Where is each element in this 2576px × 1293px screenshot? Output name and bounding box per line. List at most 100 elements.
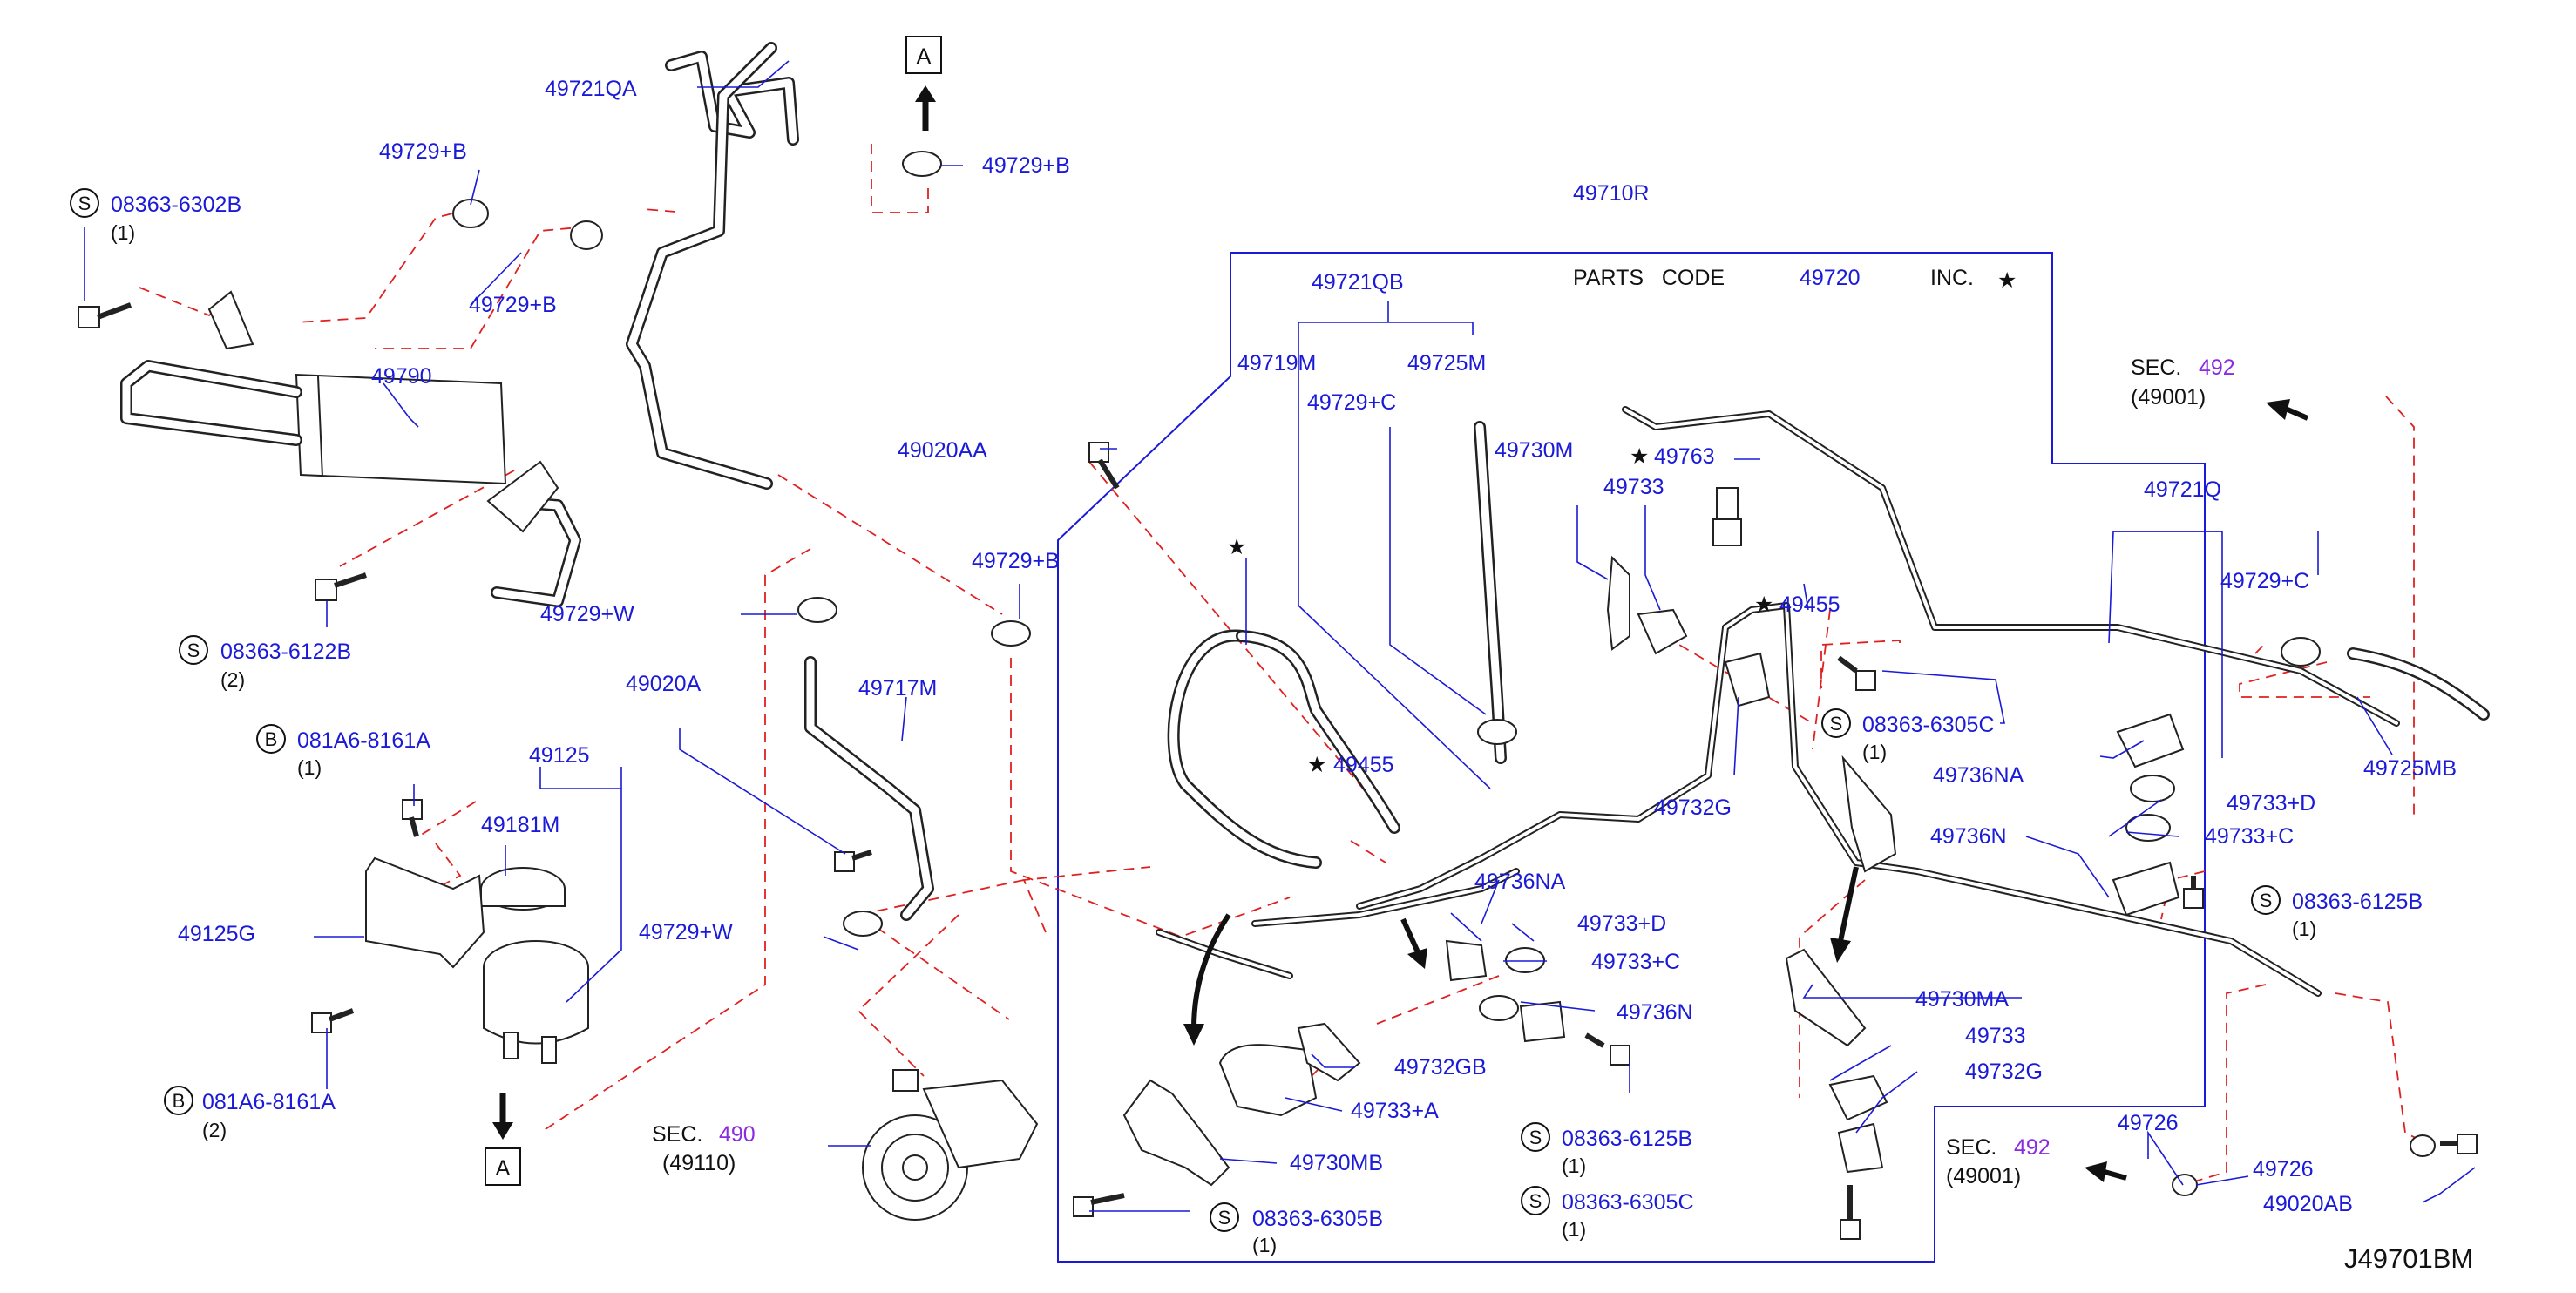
bracket-49732G [1724, 652, 1771, 707]
callout-label: 49181M [481, 813, 559, 837]
callout-label: 49729+B [469, 293, 557, 317]
callout-label: 49729+W [540, 602, 634, 626]
clip-49733 [1637, 608, 1688, 655]
circle-s-icon [1521, 1186, 1550, 1215]
callout-label: 49732G [1965, 1059, 2043, 1084]
callout-label: 49790 [371, 364, 432, 389]
arrow-icon [492, 1093, 513, 1140]
inc-label: INC. [1930, 266, 1974, 290]
circle-letter: S [1830, 713, 1843, 735]
parts [78, 151, 2478, 1240]
callout-label: 08363-6305C [1862, 713, 1995, 737]
callout-label: 49733+D [1577, 911, 1666, 936]
callout-label: 49733 [1965, 1024, 2026, 1048]
bolts [78, 302, 2478, 1240]
star-icon: ★ [1227, 535, 1246, 559]
section-prefix: SEC. [1946, 1135, 1996, 1160]
callout-label: 49732G [1654, 795, 1732, 820]
washer-49726-right [2410, 1134, 2436, 1157]
callout-qty: (2) [202, 1119, 227, 1141]
circle-s-icon [1521, 1122, 1550, 1152]
clamp-6 [843, 911, 883, 937]
ref-marker-top: A [905, 36, 942, 74]
circle-letter: S [1529, 1127, 1542, 1148]
section-sub: (49001) [1946, 1164, 2021, 1188]
callout-label: 08363-6305B [1252, 1207, 1383, 1231]
callout-label: 49725MB [2363, 756, 2457, 781]
arrow-icon [1183, 913, 1231, 1046]
callout-label: 081A6-8161A [297, 728, 430, 753]
section-sub: (49110) [662, 1151, 736, 1175]
callout-label: 49721Q [2144, 477, 2221, 502]
reservoir-49125 [480, 867, 589, 1064]
bracket-49736N-mid [1519, 1000, 1566, 1043]
clamp-8 [2281, 637, 2321, 667]
clamp-5 [797, 597, 837, 623]
callout-qty: (1) [111, 221, 135, 244]
clamp-3 [902, 151, 942, 177]
star-icon: ★ [1754, 592, 1773, 617]
callout-label: 49455 [1333, 753, 1394, 777]
circle-s-icon [70, 188, 99, 218]
callout-label: 49719M [1237, 351, 1316, 376]
star-icon: ★ [1630, 444, 1649, 469]
callout-label: 08363-6302B [111, 193, 241, 217]
circle-letter: S [1529, 1190, 1542, 1212]
callout-label: 49721QA [545, 77, 637, 101]
section-number: 490 [719, 1122, 756, 1147]
section-number: 492 [2199, 355, 2235, 380]
callout-label: 49733+C [1591, 950, 1680, 974]
bracket-49125G [365, 856, 485, 969]
clip-49733-d-mid [1505, 947, 1545, 973]
callout-label: 08363-6125B [1562, 1127, 1692, 1151]
parts-code-label: PARTS CODE [1573, 266, 1725, 290]
callout-label: 49736NA [1474, 870, 1566, 894]
callout-label: 49721QB [1312, 270, 1404, 294]
ref-letter-bottom: A [496, 1156, 511, 1181]
arrow-icon [915, 85, 936, 131]
kit-frame [1057, 252, 2206, 1263]
circle-s-icon [1210, 1202, 1239, 1232]
section-number: 492 [2014, 1135, 2051, 1160]
callout-label: 49763 [1654, 444, 1715, 469]
callout-label: 49729+B [972, 549, 1060, 573]
bracket-49736NA-right [2116, 713, 2185, 768]
callouts: 49721QA 49729+B 49729+B S 08363-6302B (1… [70, 77, 2473, 1274]
callout-qty: (1) [2292, 917, 2316, 940]
circle-letter: S [187, 640, 200, 661]
clamp-2 [570, 220, 603, 250]
callout-label: 08363-6305C [1562, 1190, 1694, 1215]
circle-letter: B [173, 1090, 186, 1112]
callout-qty: (1) [297, 756, 322, 779]
section-prefix: SEC. [2131, 355, 2181, 380]
star-icon: ★ [1307, 753, 1326, 777]
callout-label: 49732GB [1394, 1055, 1487, 1080]
callout-qty: (1) [1862, 741, 1887, 763]
callout-label: 49733+C [2205, 824, 2294, 849]
bracket-49730M [1606, 555, 1630, 651]
callout-label: 49020AB [2263, 1192, 2353, 1216]
circle-letter: S [2260, 890, 2273, 911]
callout-qty: (1) [1252, 1234, 1277, 1256]
callout-label: 49730MA [1915, 987, 2009, 1012]
arrow-icon [2266, 399, 2309, 421]
pump-sec-490 [862, 1069, 1039, 1221]
circle-s-icon [1821, 708, 1851, 738]
callout-label: 49717M [858, 676, 937, 701]
arrow-icon [1830, 866, 1859, 963]
circle-letter: B [265, 728, 278, 750]
callout-label: 49729+B [982, 153, 1070, 178]
callout-label: 49125G [178, 922, 255, 946]
callout-label: 49729+C [1307, 390, 1396, 415]
callout-label: 49729+C [2220, 569, 2309, 593]
section-prefix: SEC. [652, 1122, 702, 1147]
callout-qty: (1) [1562, 1218, 1586, 1241]
arrows [492, 85, 2309, 1182]
callout-label: 49730M [1495, 438, 1573, 463]
clamp-1 [452, 199, 489, 228]
callout-label: 49736N [1930, 824, 2007, 849]
callout-label: 49733+A [1351, 1099, 1439, 1123]
callout-label: 49726 [2253, 1157, 2314, 1181]
diagram-code: J49701BM [2344, 1243, 2473, 1274]
